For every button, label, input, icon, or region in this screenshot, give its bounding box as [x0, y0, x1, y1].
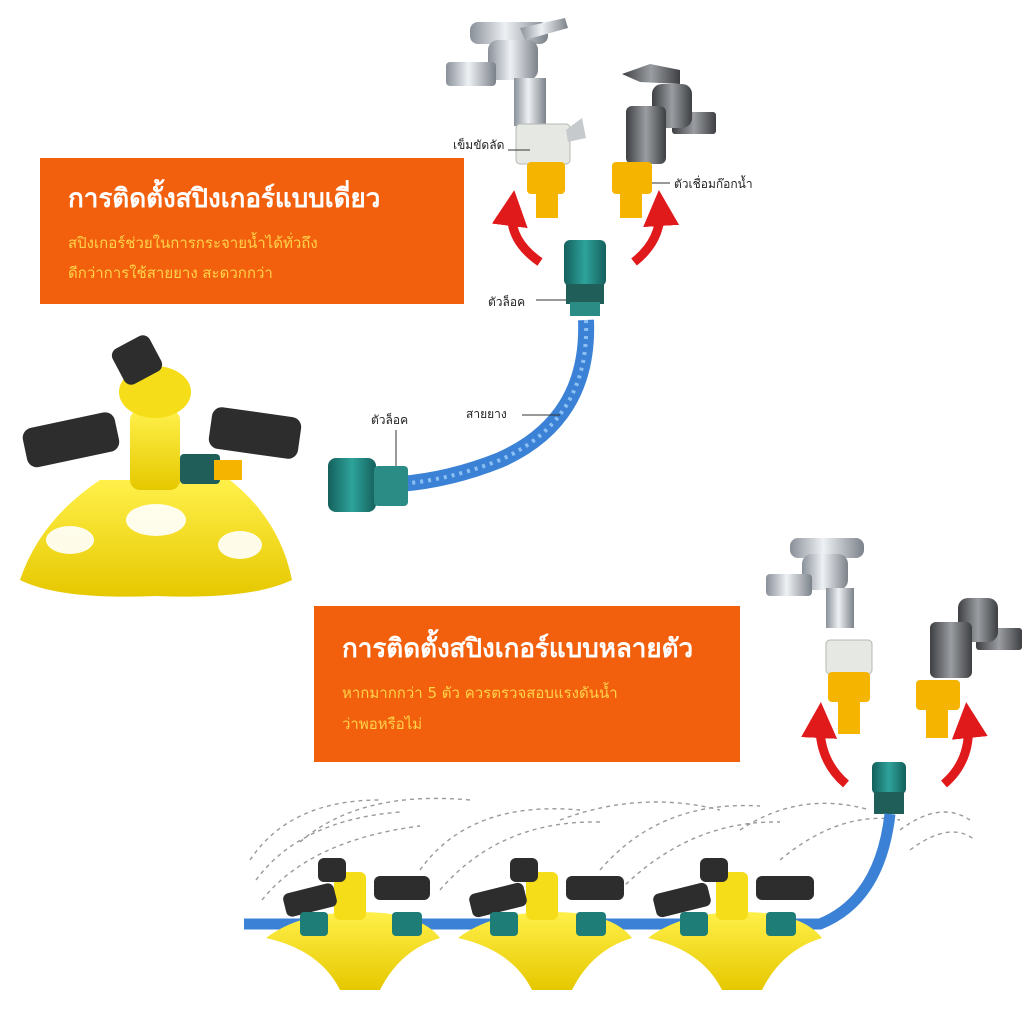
connector-icon: [872, 762, 906, 814]
connector-icon: [564, 240, 606, 316]
connector-icon: [527, 162, 565, 218]
single-install-desc-line2: ดีกว่าการใช้สายยาง สะดวกกว่า: [68, 264, 273, 282]
sprinkler-icon: [20, 335, 302, 597]
hose-icon: [244, 813, 896, 930]
single-install-desc-line1: สปิงเกอร์ช่วยในการกระจายน้ำได้ทั่วถึง: [68, 234, 318, 252]
connector-icon: [612, 162, 652, 218]
faucet-icon: [930, 598, 1022, 678]
connector-icon: [828, 672, 870, 734]
water-spray: [249, 797, 976, 901]
lock-label-bottom: ตัวล็อค: [371, 413, 409, 427]
connector-icon: [328, 458, 408, 512]
sprinkler-icon: [648, 858, 822, 990]
clamp-label: เข็มขัดลัด: [453, 138, 505, 152]
single-install-panel: การติดตั้งสปิงเกอร์แบบเดี่ยว สปิงเกอร์ช่…: [40, 158, 464, 304]
hose-icon: [399, 319, 595, 492]
sprinkler-icon: [266, 858, 440, 990]
faucet-icon: [446, 18, 568, 126]
sprinkler-icon: [458, 858, 632, 990]
single-install-title: การติดตั้งสปิงเกอร์แบบเดี่ยว: [68, 184, 381, 214]
hose-label: สายยาง: [466, 407, 507, 421]
faucet-icon: [622, 64, 716, 164]
multi-install-desc-line2: ว่าพอหรือไม่: [342, 715, 423, 733]
arrow-icon: [631, 190, 680, 266]
clamp-icon: [515, 118, 586, 165]
arrow-icon: [801, 702, 850, 788]
lock-label-top: ตัวล็อค: [488, 295, 526, 309]
connector-icon: [916, 680, 960, 738]
faucet-icon: [766, 538, 873, 675]
multi-install-title: การติดตั้งสปิงเกอร์แบบหลายตัว: [342, 634, 694, 664]
arrow-icon: [491, 190, 543, 266]
faucet-connector-label: ตัวเชื่อมก๊อกน้ำ: [674, 177, 753, 191]
arrow-icon: [940, 702, 988, 788]
multi-install-desc-line1: หากมากกว่า 5 ตัว ควรตรวจสอบแรงดันน้ำ: [342, 684, 618, 702]
multi-install-panel: การติดตั้งสปิงเกอร์แบบหลายตัว หากมากกว่า…: [314, 606, 740, 762]
